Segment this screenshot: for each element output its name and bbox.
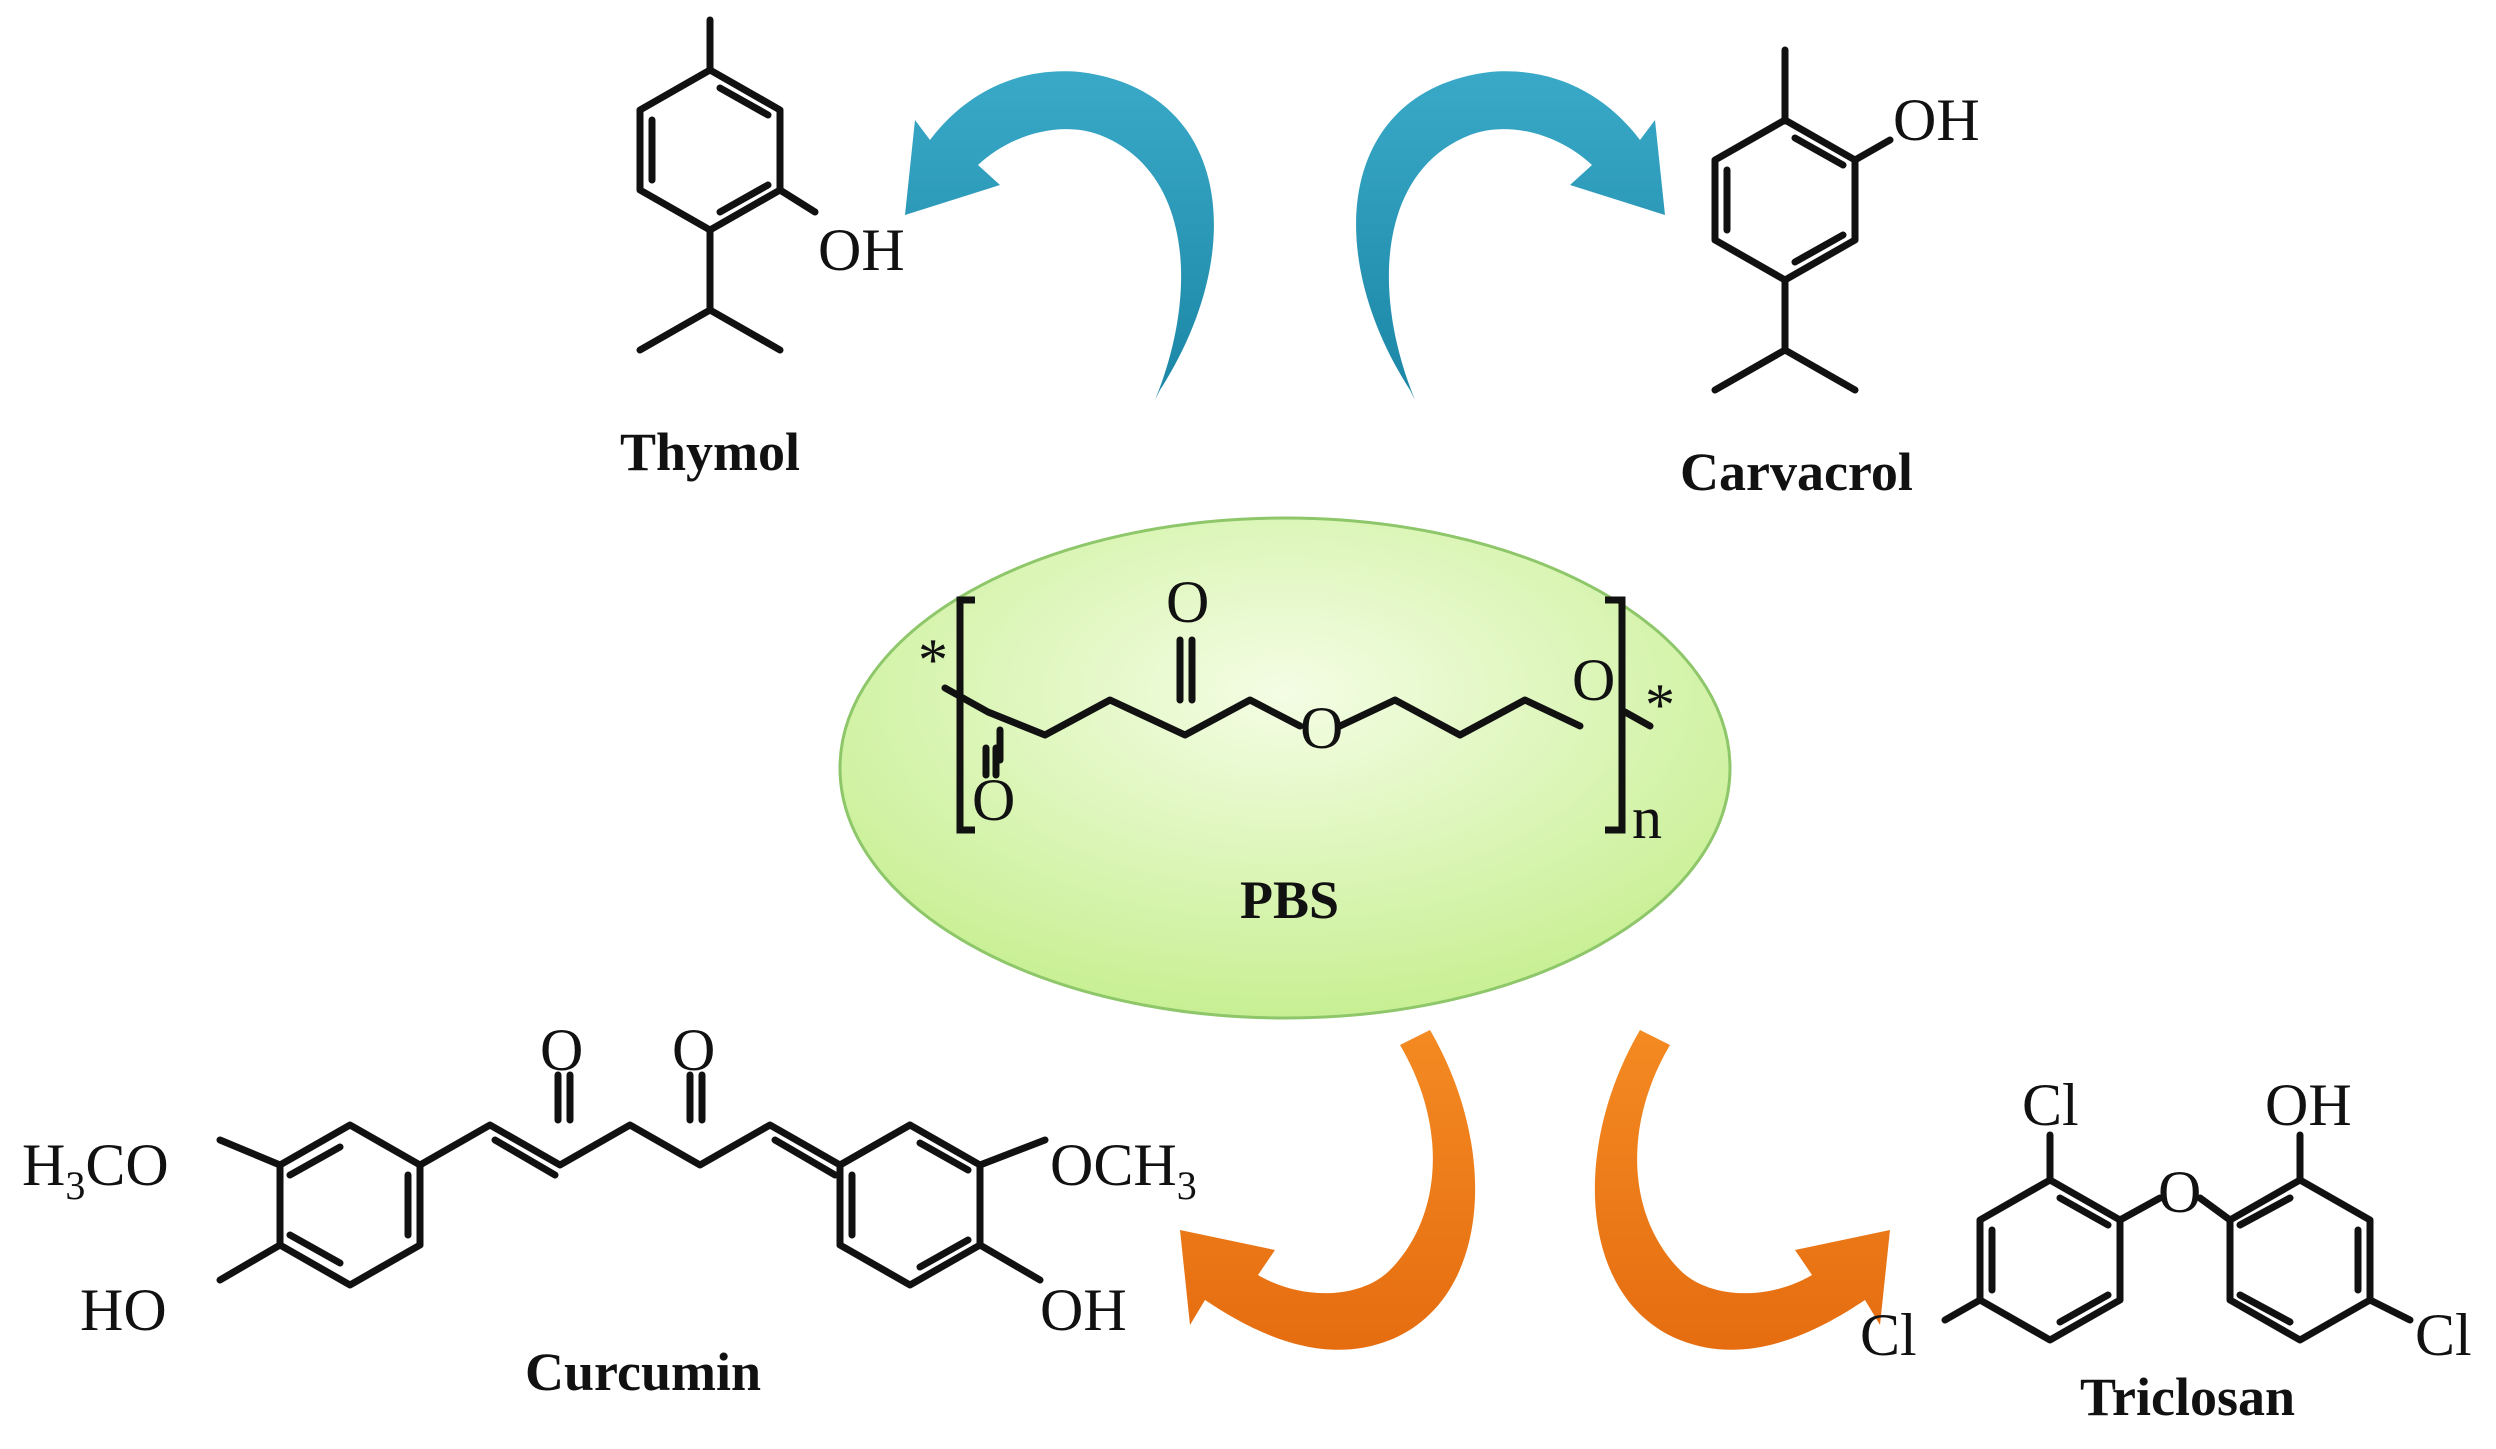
triclosan-molecule: Cl O OH Cl Cl Triclosan (1860, 1072, 2472, 1427)
curcumin-label: Curcumin (525, 1342, 761, 1402)
thymol-label: Thymol (620, 422, 800, 482)
triclosan-ring-left (1976, 1176, 2124, 1344)
pbs-o-end: O (1572, 647, 1615, 713)
thymol-substituents (636, 16, 819, 354)
pbs-ellipse (838, 516, 1732, 1020)
carvacrol-molecule: OH Carvacrol (1680, 46, 1980, 502)
carvacrol-label: Carvacrol (1680, 442, 1913, 502)
curcumin-o1: O (540, 1017, 583, 1083)
curcumin-och3: OCH3 (1050, 1132, 1197, 1208)
pbs-o-ester: O (1300, 695, 1343, 761)
triclosan-oh: OH (2265, 1072, 2352, 1138)
triclosan-cl-top: Cl (2022, 1072, 2079, 1138)
pbs-ketone-bond (982, 726, 1004, 779)
curcumin-o2: O (672, 1017, 715, 1083)
curcumin-oh: OH (1040, 1277, 1127, 1343)
curcumin-molecule: H3CO HO O O OCH3 OH Curcumin (22, 1017, 1197, 1402)
curcumin-ring-right (836, 1121, 984, 1289)
carvacrol-ring (1711, 116, 1859, 284)
orange-arrow-left (1180, 1030, 1476, 1350)
thymol-oh: OH (818, 217, 905, 283)
teal-arrow-left (905, 71, 1214, 400)
curcumin-ring-left (276, 1121, 424, 1289)
pbs-o-bottom: O (972, 767, 1015, 833)
triclosan-label: Triclosan (2080, 1367, 2295, 1427)
carvacrol-oh: OH (1893, 87, 1980, 153)
teal-arrow-right (1356, 71, 1665, 400)
curcumin-substituents (216, 1136, 1049, 1284)
curcumin-chain (416, 1071, 914, 1179)
triclosan-ring-right (2226, 1176, 2374, 1344)
triclosan-o: O (2158, 1159, 2201, 1225)
pbs-star-right: * (1645, 672, 1675, 738)
triclosan-cl-right: Cl (2415, 1302, 2472, 1368)
pbs-left-bracket (956, 596, 975, 834)
thymol-molecule: OH Thymol (620, 16, 905, 482)
thymol-ring (636, 66, 784, 234)
pbs-right-bracket (1605, 596, 1626, 834)
pbs-carbonyl-bond (1176, 636, 1196, 704)
curcumin-h3co: H3CO (22, 1132, 169, 1208)
pbs-repeat-n: n (1632, 785, 1662, 851)
carvacrol-substituents (1711, 46, 1894, 394)
curcumin-ho: HO (80, 1277, 167, 1343)
pbs-group: * O O O O * n PBS (838, 516, 1732, 1020)
pbs-o-top: O (1166, 569, 1209, 635)
pbs-label: PBS (1240, 870, 1339, 930)
triclosan-cl-left: Cl (1860, 1302, 1917, 1368)
pbs-star-left: * (918, 627, 948, 693)
pbs-backbone (941, 684, 1654, 739)
orange-arrow-right (1594, 1030, 1890, 1350)
triclosan-links (1941, 1131, 2414, 1324)
